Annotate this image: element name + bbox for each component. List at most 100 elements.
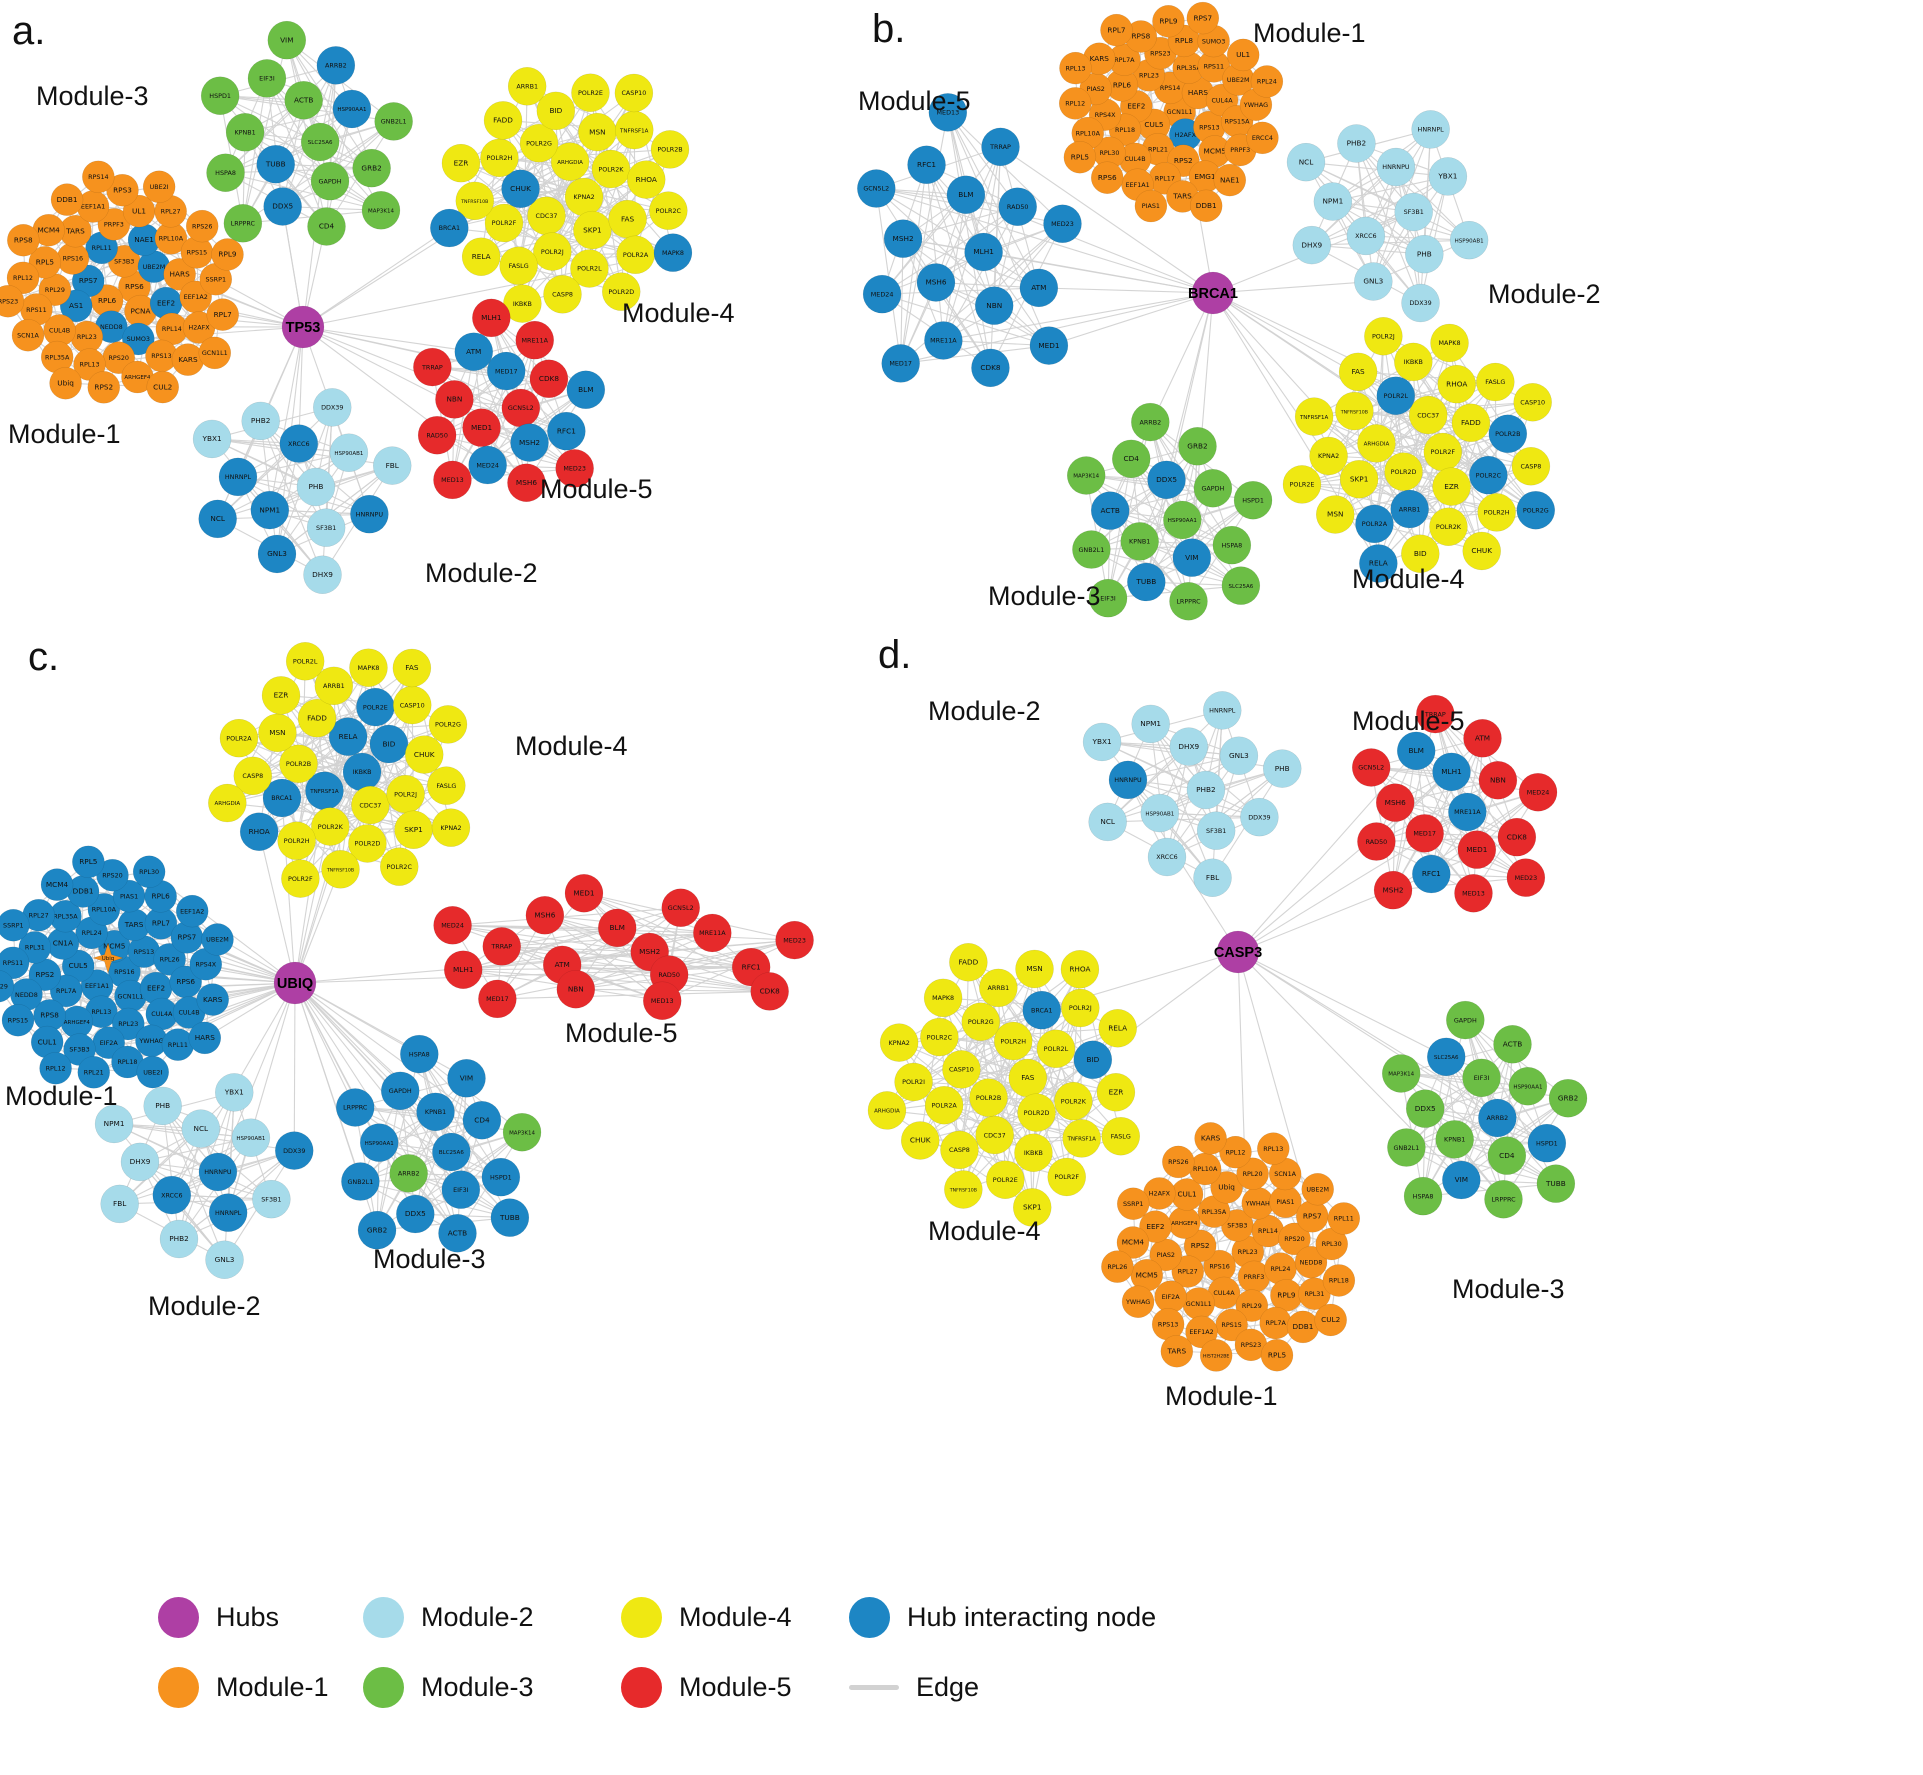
node-SF3B1 — [1394, 192, 1433, 232]
node-Ubiq — [1210, 1171, 1243, 1204]
node-label: PHB2 — [1347, 139, 1367, 148]
node-RPL5 — [1063, 140, 1097, 174]
node-label: MSH2 — [1383, 885, 1404, 894]
node-label: RPL30 — [1099, 149, 1119, 157]
node-label: RAD50 — [1366, 838, 1388, 846]
node-PHB2 — [159, 1219, 199, 1259]
node-label: LRPPRC — [343, 1104, 368, 1112]
node-label: POLR2F — [1054, 1173, 1079, 1181]
node-label: RPS15A — [1225, 117, 1250, 125]
node-PIAS1 — [1134, 189, 1168, 223]
node-label: RPL10A — [92, 906, 117, 914]
node-RELA — [1098, 1008, 1137, 1048]
node-label: H2AFX — [188, 324, 210, 332]
node-TUBB — [1127, 562, 1166, 602]
node-label: CUL2 — [153, 382, 172, 391]
node-SF3B1 — [1196, 811, 1236, 850]
node-label: MED23 — [1515, 874, 1538, 882]
node-RFC1 — [907, 145, 946, 185]
module-label-a-m5: Module-5 — [540, 474, 653, 504]
edge — [463, 969, 770, 992]
node-HNRNPU — [1376, 147, 1416, 187]
node-POLR2G — [519, 123, 559, 163]
node-label: MED13 — [1462, 889, 1485, 897]
node-label: ARHGDIA — [1364, 442, 1390, 448]
node-YBX1 — [1082, 722, 1122, 762]
node-label: DDB1 — [57, 195, 78, 204]
node-label: RAD50 — [426, 431, 448, 439]
node-label: RPL14 — [162, 325, 182, 333]
node-GCN5L2 — [661, 888, 700, 928]
node-label: RPL27 — [29, 911, 49, 919]
edge — [324, 667, 413, 792]
edge — [113, 1123, 219, 1173]
node-label: HSPD1 — [1242, 496, 1264, 504]
node-label: FBL — [386, 461, 400, 470]
node-HSPA8 — [206, 153, 245, 192]
node-label: ARHGDIA — [215, 801, 241, 807]
node-label: RPL23 — [118, 1020, 138, 1028]
node-label: CUL1 — [38, 1037, 57, 1046]
node-label: POLR2A — [226, 734, 252, 742]
node-label: RPS11 — [26, 306, 46, 314]
node-label: MED24 — [476, 461, 499, 469]
node-RPS11 — [0, 946, 30, 980]
node-label: RPL31 — [25, 944, 45, 952]
node-POLR2E — [1282, 465, 1322, 504]
node-label: TUBB — [265, 159, 286, 168]
node-GAPDH — [310, 161, 350, 201]
node-FADD — [483, 101, 523, 140]
module-label-b-m3: Module-3 — [988, 581, 1101, 611]
node-label: HNRNPU — [204, 1168, 232, 1176]
node-label: UBE2M — [1227, 76, 1250, 84]
node-label: GCN5L2 — [508, 404, 534, 412]
node-label: EEF1A2 — [1189, 1328, 1213, 1336]
node-MED23 — [555, 449, 594, 488]
node-label: RPS4X — [1095, 111, 1116, 119]
node-label: MCM4 — [38, 225, 61, 234]
node-label: XRCC6 — [1156, 853, 1178, 861]
edge — [1166, 768, 1283, 858]
node-MED1 — [564, 873, 604, 913]
node-label: POLR2J — [1069, 1004, 1092, 1012]
edge — [1415, 750, 1432, 875]
node-label: HSPD1 — [209, 92, 231, 100]
edge — [1376, 836, 1517, 843]
node-label: KPNB1 — [1444, 1136, 1465, 1144]
legend-item-module5: Module-5 — [621, 1666, 849, 1708]
node-label: RPS23 — [1241, 1341, 1261, 1349]
node-label: NEDD8 — [15, 991, 38, 999]
edge — [1406, 1142, 1547, 1149]
node-CASP10 — [614, 73, 654, 113]
edge — [1085, 475, 1233, 546]
node-label: TNFRSF1A — [619, 128, 649, 134]
edge — [227, 1092, 235, 1213]
legend-label: Module-1 — [216, 1671, 329, 1702]
node-label: ARHGDIA — [557, 160, 583, 166]
node-label: CASP10 — [1520, 398, 1545, 406]
node-PHB — [1262, 749, 1302, 788]
node-label: RPL13 — [1065, 64, 1085, 72]
node-KPNB1 — [225, 113, 265, 152]
node-label: POLR2G — [526, 139, 552, 147]
edge — [1091, 445, 1198, 550]
node-label: CASP10 — [949, 1066, 974, 1074]
node-label: NPM1 — [1322, 197, 1343, 206]
node-FASLG — [499, 246, 538, 286]
node-TRRAP — [1416, 694, 1455, 734]
edge — [1406, 1043, 1513, 1148]
node-HSP90AA1 — [332, 89, 372, 129]
node-label: EIF2A — [1162, 1293, 1181, 1301]
node-TUBB — [490, 1198, 530, 1237]
node-ARRB1 — [1390, 489, 1429, 529]
node-label: MAPK8 — [1439, 339, 1461, 347]
node-label: RPS11 — [3, 959, 23, 967]
module-label-d-m5: Module-5 — [1352, 706, 1465, 736]
node-RPL7 — [1100, 13, 1133, 47]
node-GNL3 — [257, 534, 297, 574]
node-DHX9 — [1292, 225, 1332, 265]
node-label: CDK8 — [539, 374, 559, 383]
node-IKBKB — [1394, 342, 1433, 382]
node-label: RPS8 — [1131, 32, 1150, 41]
node-label: TNFRSF1A — [1066, 1137, 1096, 1143]
